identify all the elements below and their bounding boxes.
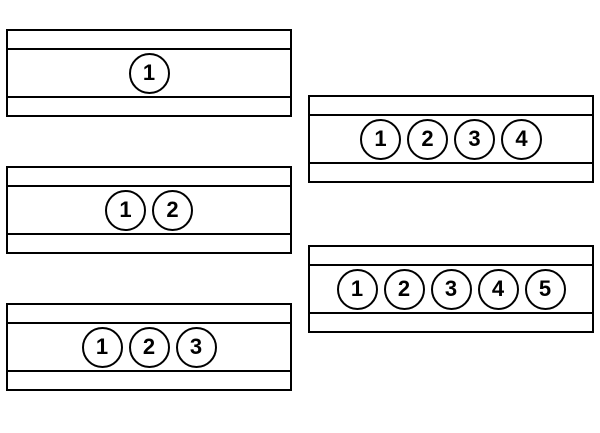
cylinder-1-circle: 1: [360, 118, 401, 160]
cylinder-4-circle: 4: [501, 118, 542, 160]
cylinder-5-circle: 5: [524, 268, 566, 310]
cylinder-3-circle: 3: [430, 268, 472, 310]
cylinder-3-circle: 3: [454, 118, 495, 160]
cylinder-1-circle: 1: [81, 326, 123, 368]
cylinder-row: 1: [8, 50, 290, 96]
cylinder-1-circle: 1: [336, 268, 378, 310]
cylinder-1-circle: 1: [128, 52, 170, 94]
engine-panel-one-cylinder: 1: [6, 29, 292, 117]
cylinder-2-circle: 2: [383, 268, 425, 310]
cylinder-4-circle: 4: [477, 268, 519, 310]
cylinder-band: 1: [8, 48, 290, 98]
cylinder-2-circle: 2: [152, 189, 193, 231]
cylinder-2-circle: 2: [407, 118, 448, 160]
cylinder-1-circle: 1: [105, 189, 146, 231]
cylinder-2-circle: 2: [128, 326, 170, 368]
cylinder-3-circle: 3: [175, 326, 217, 368]
